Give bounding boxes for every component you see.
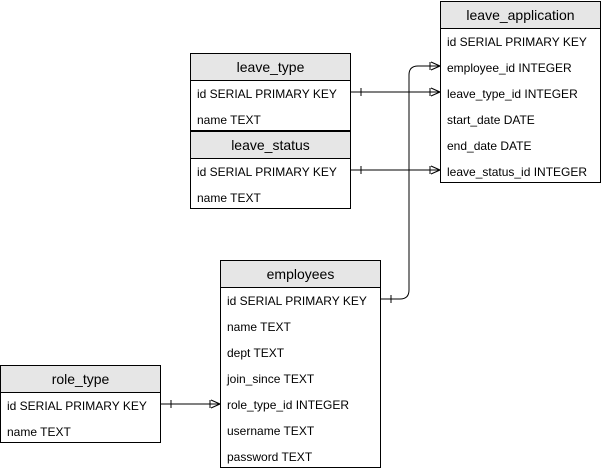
- many-marker-leave-type: [429, 87, 441, 97]
- field-row: username TEXT: [227, 424, 315, 438]
- many-marker-employees: [429, 61, 441, 71]
- field-row: start_date DATE: [447, 113, 535, 127]
- field-row: id SERIAL PRIMARY KEY: [447, 35, 587, 49]
- entity-leave-application[interactable]: leave_application id SERIAL PRIMARY KEY …: [440, 1, 601, 183]
- field-row: id SERIAL PRIMARY KEY: [197, 165, 337, 179]
- field-row: name TEXT: [227, 320, 291, 334]
- field-row: join_since TEXT: [227, 372, 315, 386]
- relationship-line-employees: [381, 65, 440, 300]
- field-row: name TEXT: [197, 113, 261, 127]
- entity-leave-status[interactable]: leave_status id SERIAL PRIMARY KEY name …: [190, 131, 351, 209]
- field-row: leave_status_id INTEGER: [447, 165, 588, 179]
- field-row: id SERIAL PRIMARY KEY: [197, 87, 337, 101]
- field-row: id SERIAL PRIMARY KEY: [7, 399, 147, 413]
- entity-title: leave_type: [191, 54, 350, 81]
- entity-title: leave_application: [441, 2, 600, 29]
- field-row: employee_id INTEGER: [447, 61, 572, 75]
- many-marker-leave-status: [429, 165, 441, 175]
- entity-employees[interactable]: employees id SERIAL PRIMARY KEY name TEX…: [220, 260, 381, 468]
- entity-title: employees: [221, 261, 380, 288]
- field-row: name TEXT: [7, 425, 71, 439]
- entity-role-type[interactable]: role_type id SERIAL PRIMARY KEY name TEX…: [0, 365, 161, 443]
- field-row: role_type_id INTEGER: [227, 398, 350, 412]
- field-row: dept TEXT: [227, 346, 285, 360]
- field-row: leave_type_id INTEGER: [447, 87, 578, 101]
- entity-title: leave_status: [191, 132, 350, 159]
- field-row: password TEXT: [227, 450, 313, 464]
- entity-title: role_type: [1, 366, 160, 393]
- field-row: end_date DATE: [447, 139, 532, 153]
- field-row: id SERIAL PRIMARY KEY: [227, 294, 367, 308]
- many-marker-role-type: [209, 399, 221, 409]
- entity-leave-type[interactable]: leave_type id SERIAL PRIMARY KEY name TE…: [190, 53, 351, 131]
- field-row: name TEXT: [197, 191, 261, 205]
